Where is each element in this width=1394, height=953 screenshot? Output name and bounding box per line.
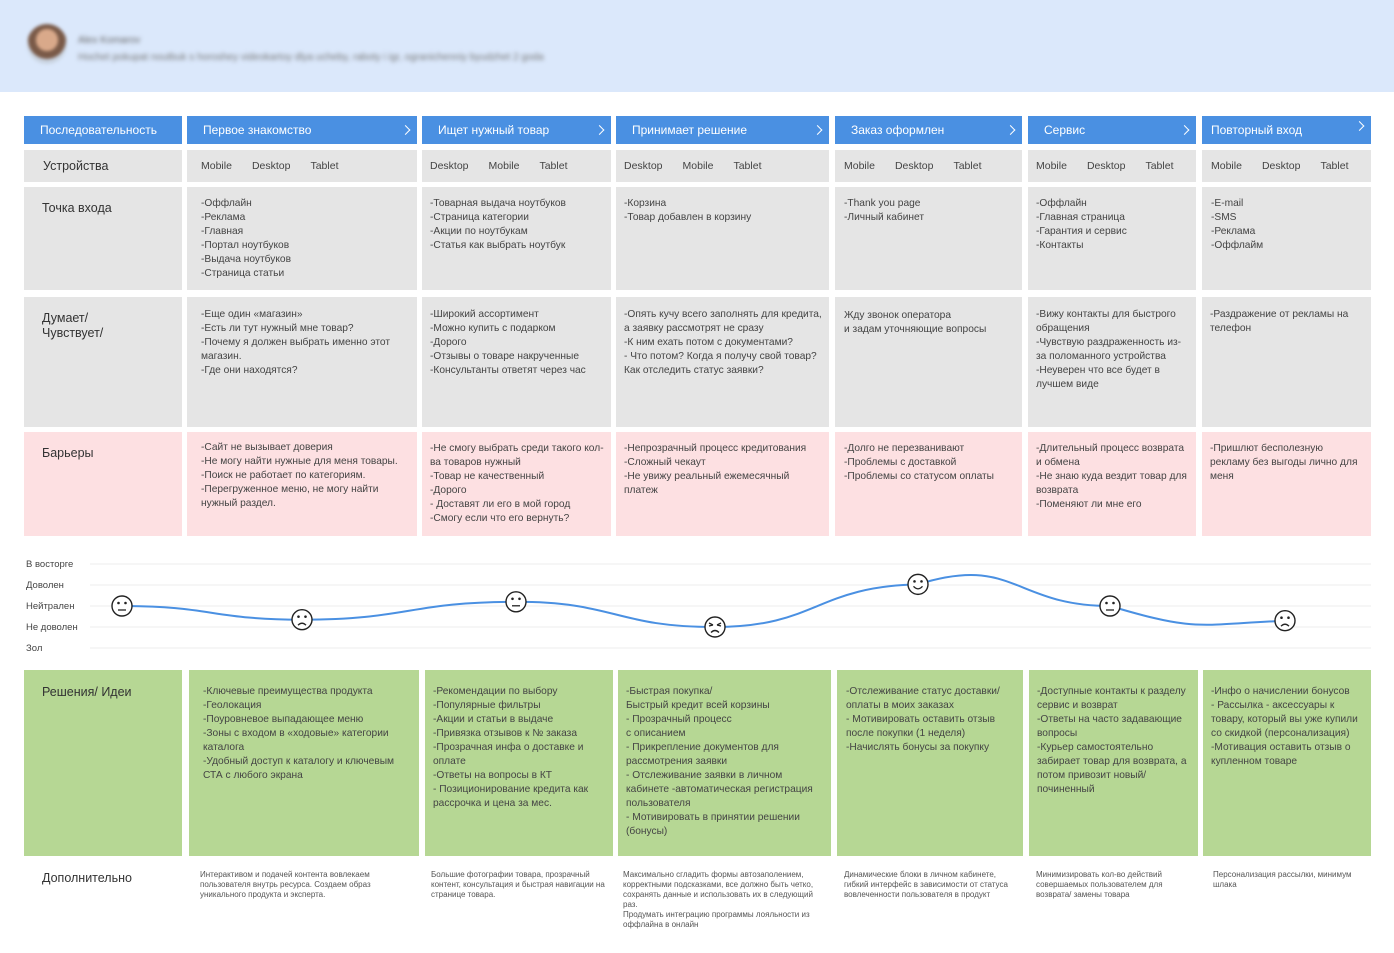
mood-label-delighted: В восторге bbox=[26, 559, 74, 570]
stage-label: Ищет нужный товар bbox=[438, 123, 550, 137]
device-item: Mobile bbox=[488, 160, 520, 172]
extra-cell-1: Интерактивом и подачей контента вовлекае… bbox=[200, 870, 371, 899]
chevron-right-icon bbox=[400, 125, 411, 135]
device-item: Desktop bbox=[894, 160, 934, 172]
device-item: Mobile bbox=[1211, 160, 1242, 172]
extra-cell-2: Большие фотографии товара, прозрачный ко… bbox=[431, 870, 605, 899]
solutions-cell-1: -Ключевые преимущества продукта -Геолока… bbox=[189, 670, 419, 856]
thinks-cell-2: -Широкий ассортимент -Можно купить с под… bbox=[422, 297, 611, 427]
thinks-cell-1: -Еще один «магазин» -Есть ли тут нужный … bbox=[187, 297, 417, 427]
extra-cell-3: Максимально сгладить формы автозаполение… bbox=[623, 870, 814, 929]
device-item: Tablet bbox=[1145, 160, 1174, 172]
device-item: Tablet bbox=[733, 160, 762, 172]
touchpoint-cell-6: -E-mail -SMS -Реклама -Оффлайм bbox=[1202, 187, 1371, 290]
stage-label: Сервис bbox=[1044, 123, 1086, 137]
sequence-label: Последовательность bbox=[40, 123, 157, 137]
mood-label-satisfied: Доволен bbox=[26, 580, 64, 591]
chevron-right-icon bbox=[812, 125, 823, 135]
device-item: Desktop bbox=[430, 160, 469, 172]
mood-grid bbox=[90, 563, 1371, 649]
row-label-barriers: Барьеры bbox=[24, 432, 182, 536]
stage-header-6[interactable]: Повторный вход bbox=[1202, 116, 1371, 144]
stage-label: Первое знакомство bbox=[203, 123, 312, 137]
row-label-touchpoint: Точка входа bbox=[24, 187, 182, 290]
barriers-cell-5: -Длительный процесс возврата и обмена -Н… bbox=[1028, 432, 1196, 536]
avatar bbox=[27, 24, 67, 64]
mood-face-neutral-icon bbox=[111, 595, 133, 617]
devices-cell: Mobile Desktop Tablet bbox=[187, 150, 417, 182]
row-label-thinks: Думает/ Чувствует/ bbox=[24, 297, 182, 427]
barriers-cell-3: -Непрозрачный процесс кредитования -Слож… bbox=[616, 432, 829, 536]
devices-cell: Desktop Mobile Tablet bbox=[616, 150, 829, 182]
row-label-devices: Устройства bbox=[24, 150, 182, 182]
mood-face-sad-icon bbox=[1274, 609, 1296, 632]
barriers-cell-6: -Пришлют бесполезную рекламу без выгоды … bbox=[1202, 432, 1371, 536]
extra-cell-6: Персонализация рассылки, минимум шлака bbox=[1213, 870, 1352, 889]
solutions-cell-4: -Отслеживание статус доставки/ оплаты в … bbox=[837, 670, 1023, 856]
mood-face-neutral-icon bbox=[1099, 595, 1121, 617]
device-item: Mobile bbox=[1036, 160, 1067, 172]
mood-label-dissatisfied: Не доволен bbox=[26, 622, 78, 633]
mood-label-neutral: Нейтрален bbox=[26, 601, 75, 612]
touchpoint-cell-1: -Оффлайн -Реклама -Главная -Портал ноутб… bbox=[187, 187, 417, 290]
row-label-solutions: Решения/ Идеи bbox=[24, 670, 182, 856]
barriers-cell-4: -Долго не перезванивают -Проблемы с дост… bbox=[835, 432, 1022, 536]
devices-cell: Mobile Desktop Tablet bbox=[835, 150, 1022, 182]
chevron-right-icon bbox=[1179, 125, 1190, 135]
mood-curve-chart bbox=[90, 563, 1371, 649]
solutions-cell-5: -Доступные контакты к разделу сервис и в… bbox=[1029, 670, 1198, 856]
thinks-cell-4: Жду звонок оператора и задам уточняющие … bbox=[835, 297, 1022, 427]
persona-name: Alex Komarov bbox=[78, 35, 141, 46]
stage-header-1[interactable]: Первое знакомство bbox=[187, 116, 417, 144]
device-item: Desktop bbox=[624, 160, 663, 172]
mood-face-neutral-icon bbox=[505, 591, 527, 613]
barriers-cell-2: -Не смогу выбрать среди такого кол-ва то… bbox=[422, 432, 611, 536]
stage-header-4[interactable]: Заказ оформлен bbox=[835, 116, 1022, 144]
thinks-cell-6: -Раздражение от рекламы на телефон bbox=[1202, 297, 1371, 427]
touchpoint-cell-5: -Оффлайн -Главная страница -Гарантия и с… bbox=[1028, 187, 1196, 290]
solutions-cell-2: -Рекомендации по выбору -Популярные филь… bbox=[425, 670, 613, 856]
row-label-extra: Дополнительно bbox=[42, 871, 132, 885]
device-item: Tablet bbox=[953, 160, 982, 172]
mood-face-happy-icon bbox=[907, 573, 929, 596]
thinks-cell-5: -Вижу контакты для быстрого обращения -Ч… bbox=[1028, 297, 1196, 427]
touchpoint-cell-3: -Корзина -Товар добавлен в корзину bbox=[616, 187, 829, 290]
device-item: Desktop bbox=[1086, 160, 1126, 172]
barriers-cell-1: -Сайт не вызывает доверия -Не могу найти… bbox=[187, 432, 417, 536]
device-item: Desktop bbox=[251, 160, 291, 172]
stage-header-2[interactable]: Ищет нужный товар bbox=[422, 116, 611, 144]
mood-face-sad-icon bbox=[291, 608, 313, 631]
device-item: Tablet bbox=[1320, 160, 1349, 172]
device-item: Mobile bbox=[844, 160, 875, 172]
row-label-sequence: Последовательность bbox=[24, 116, 182, 144]
devices-cell: Desktop Mobile Tablet bbox=[422, 150, 611, 182]
chevron-right-icon bbox=[1354, 121, 1365, 131]
stage-label: Повторный вход bbox=[1211, 123, 1303, 137]
devices-cell: Mobile Desktop Tablet bbox=[1202, 150, 1371, 182]
mood-label-angry: Зол bbox=[26, 643, 43, 654]
persona-description: Hochet pokupat noutbuk s horoshey videok… bbox=[78, 52, 544, 63]
device-item: Desktop bbox=[1261, 160, 1301, 172]
device-item: Mobile bbox=[201, 160, 232, 172]
thinks-cell-3: -Опять кучу всего заполнять для кредита,… bbox=[616, 297, 829, 427]
devices-cell: Mobile Desktop Tablet bbox=[1028, 150, 1196, 182]
touchpoint-cell-4: -Thank you page -Личный кабинет bbox=[835, 187, 1022, 290]
persona-header: Alex Komarov Hochet pokupat noutbuk s ho… bbox=[0, 0, 1394, 92]
extra-cell-4: Динамические блоки в личном кабинете, ги… bbox=[844, 870, 1008, 899]
device-item: Tablet bbox=[310, 160, 339, 172]
device-item: Mobile bbox=[682, 160, 714, 172]
chevron-right-icon bbox=[594, 125, 605, 135]
stage-label: Заказ оформлен bbox=[851, 123, 945, 137]
extra-cell-5: Минимизировать кол-во действий совершаем… bbox=[1036, 870, 1163, 899]
solutions-cell-3: -Быстрая покупка/ Быстрый кредит всей ко… bbox=[618, 670, 831, 856]
mood-face-angry-icon bbox=[704, 616, 726, 638]
mood-faces bbox=[111, 573, 1296, 638]
device-item: Tablet bbox=[539, 160, 568, 172]
touchpoint-cell-2: -Товарная выдача ноутбуков -Страница кат… bbox=[422, 187, 611, 290]
chevron-right-icon bbox=[1005, 125, 1016, 135]
solutions-cell-6: -Инфо о начислении бонусов - Рассылка - … bbox=[1203, 670, 1371, 856]
stage-label: Принимает решение bbox=[632, 123, 748, 137]
stage-header-5[interactable]: Сервис bbox=[1028, 116, 1196, 144]
stage-header-3[interactable]: Принимает решение bbox=[616, 116, 829, 144]
